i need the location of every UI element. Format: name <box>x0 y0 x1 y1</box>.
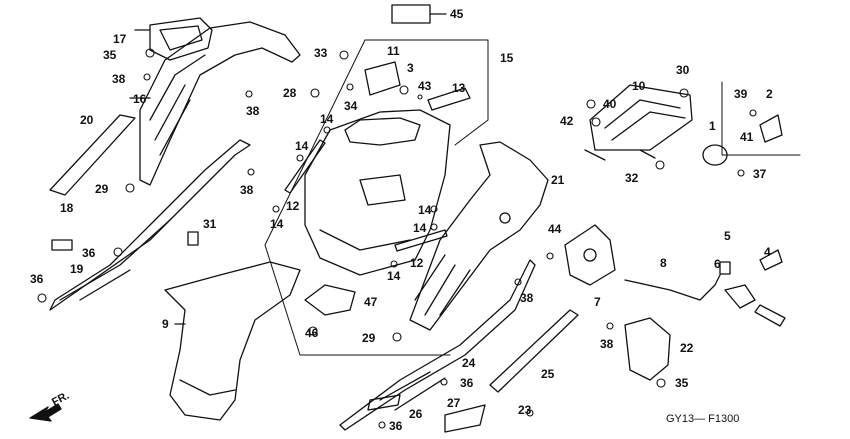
callout-38: 38 <box>520 291 534 305</box>
callout-7: 7 <box>594 295 601 309</box>
callout-41: 41 <box>740 130 754 144</box>
part-5-key-set <box>719 249 786 327</box>
callout-31: 31 <box>203 217 217 231</box>
callout-14: 14 <box>387 269 401 283</box>
callout-33: 33 <box>314 46 328 60</box>
callout-23: 23 <box>518 403 532 417</box>
callout-34: 34 <box>344 99 358 113</box>
callout-30: 30 <box>676 63 690 77</box>
part-21-rear-cover <box>409 141 549 331</box>
callout-8: 8 <box>660 256 667 270</box>
callout-36: 36 <box>30 272 44 286</box>
callout-16: 16 <box>133 92 147 106</box>
callout-5: 5 <box>724 229 731 243</box>
part-26-bracket <box>367 394 401 411</box>
callout-13: 13 <box>452 81 466 95</box>
callout-14: 14 <box>295 139 309 153</box>
callout-9: 9 <box>162 317 169 331</box>
callout-35: 35 <box>103 48 117 62</box>
part-25-strip <box>489 309 579 393</box>
callout-22: 22 <box>680 341 694 355</box>
callout-29: 29 <box>362 331 376 345</box>
callout-25: 25 <box>541 367 555 381</box>
part-12-strip-a <box>284 139 326 194</box>
figure-code: GY13— F1300 <box>666 413 740 425</box>
callout-4: 4 <box>764 245 771 259</box>
part-11-bracket <box>364 61 401 96</box>
part-27-bracket <box>444 404 486 433</box>
part-31-clip <box>187 231 199 246</box>
callout-2: 2 <box>766 87 773 101</box>
callout-26: 26 <box>409 407 423 421</box>
luggage-box <box>304 109 451 276</box>
callout-38: 38 <box>246 104 260 118</box>
callout-12: 12 <box>410 256 424 270</box>
part-12-strip-b <box>394 229 448 252</box>
callout-1: 1 <box>709 119 716 133</box>
part-16-side-cover <box>129 21 301 186</box>
callout-15: 15 <box>500 51 514 65</box>
part-45-label-plate <box>391 4 431 24</box>
callout-20: 20 <box>80 113 94 127</box>
callout-43: 43 <box>418 79 432 93</box>
callout-14: 14 <box>413 221 427 235</box>
callout-38: 38 <box>240 183 254 197</box>
callout-14: 14 <box>270 217 284 231</box>
callout-32: 32 <box>625 171 639 185</box>
part-7-bracket <box>564 224 616 286</box>
callout-37: 37 <box>753 167 767 181</box>
fasteners <box>37 48 757 429</box>
callout-27: 27 <box>447 396 461 410</box>
callout-40: 40 <box>603 97 617 111</box>
part-13-plate <box>427 87 471 111</box>
callout-11: 11 <box>387 44 400 58</box>
part-2-reflector <box>759 114 783 143</box>
callout-14: 14 <box>418 203 432 217</box>
part-10-carrier <box>584 84 693 161</box>
part-24-step-rail <box>339 259 536 431</box>
callout-38: 38 <box>600 337 614 351</box>
callout-44: 44 <box>548 222 562 236</box>
part-47-bracket <box>304 284 356 316</box>
callout-45: 45 <box>450 7 464 21</box>
callout-29: 29 <box>95 182 109 196</box>
callout-18: 18 <box>60 201 74 215</box>
forward-arrow <box>29 403 62 422</box>
callout-42: 42 <box>560 114 574 128</box>
part-9-front-cover <box>164 261 301 421</box>
callout-6: 6 <box>714 257 721 271</box>
callout-19: 19 <box>70 262 84 276</box>
callout-28: 28 <box>283 86 297 100</box>
part-8-cable <box>624 274 721 301</box>
callout-17: 17 <box>113 32 127 46</box>
callout-46: 46 <box>305 326 319 340</box>
part-20-strip <box>49 114 136 196</box>
callout-36: 36 <box>82 246 96 260</box>
callout-47: 47 <box>364 295 378 309</box>
callout-36: 36 <box>389 419 403 433</box>
callout-39: 39 <box>734 87 748 101</box>
callout-35: 35 <box>675 376 689 390</box>
callout-36: 36 <box>460 376 474 390</box>
callout-38: 38 <box>112 72 126 86</box>
callout-12: 12 <box>286 199 300 213</box>
callout-21: 21 <box>551 173 565 187</box>
part-22-cover <box>624 317 671 381</box>
part-19-lower-cover <box>49 139 251 311</box>
callout-10: 10 <box>632 79 646 93</box>
part-17-bracket <box>134 17 213 61</box>
callout-24: 24 <box>462 356 476 370</box>
callout-3: 3 <box>407 61 414 75</box>
callout-14: 14 <box>320 112 334 126</box>
